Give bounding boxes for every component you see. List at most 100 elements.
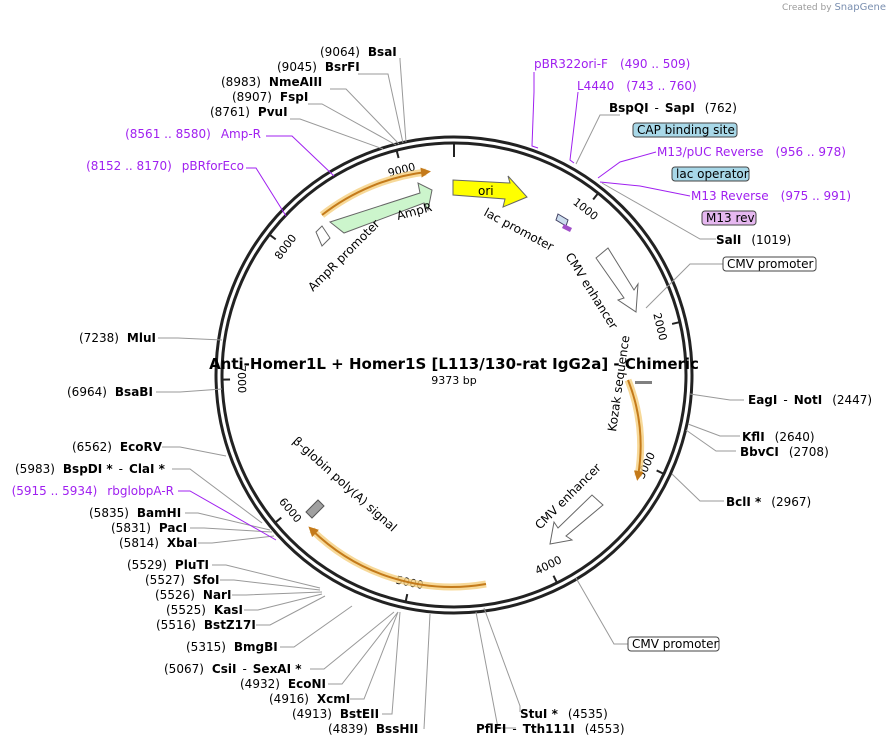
svg-text:(5315)BmgBI: (5315) BmgBI [186, 640, 278, 654]
primer-name: rbglobpA-R [107, 484, 174, 498]
enzyme-name: BbvCI [740, 445, 779, 459]
svg-text:(5831)PacI: (5831) PacI [111, 521, 187, 535]
enzyme-name: CsiI [212, 662, 237, 676]
enzyme-name: BspQI [609, 101, 649, 115]
svg-text:(8152 .. 8170)pBRforEco: (8152 .. 8170)pBRforEco [86, 159, 244, 173]
primer-name: M13/pUC Reverse [657, 145, 764, 159]
svg-text:StuI *(4535): StuI * (4535) [520, 707, 608, 721]
primer-labels: pBR322ori-F(490 .. 509) L4440(743 .. 760… [12, 57, 852, 498]
svg-text:(4839)BssHII: (4839)BssHII [328, 722, 418, 736]
svg-text:(6562)EcoRV: (6562)EcoRV [72, 440, 163, 454]
feature-cmv-enhancer-2-arrow: CMV enhancer [532, 460, 604, 545]
primer-range: (8561 .. 8580) [125, 127, 211, 141]
svg-text:(4916)XcmI: (4916) XcmI [269, 692, 350, 706]
enzyme-pos: (4916) [269, 692, 309, 706]
svg-text:(5067)CsiI-SexAI *: (5067)CsiI-SexAI * [164, 662, 302, 676]
site-label-lac-operator: lac operator [676, 167, 749, 181]
enzyme-pos: (2640) [775, 430, 815, 444]
feature-ori-arrow: ori [452, 175, 528, 208]
map-size: 9373 bp [431, 374, 476, 387]
tick-label: 2000 [650, 312, 669, 342]
enzyme-name: NmeAIII [269, 75, 322, 89]
enzyme-pos: (5831) [111, 521, 151, 535]
enzyme-pos: (5835) [89, 506, 129, 520]
svg-text:(8561 .. 8580)Amp-R: (8561 .. 8580) Amp-R [125, 127, 261, 141]
enzyme-pos: (5983) [15, 462, 55, 476]
enzyme-name: XbaI [167, 536, 197, 550]
enzyme-pos: (2967) [771, 495, 811, 509]
enzyme-name: NotI [794, 393, 823, 407]
enzyme-name: PflFI [476, 722, 506, 736]
primer-name: M13 Reverse [691, 189, 769, 203]
svg-text:L4440(743 .. 760): L4440(743 .. 760) [577, 79, 697, 93]
tick-mark [592, 192, 599, 201]
highlight-arcs [308, 167, 645, 591]
feature-ampr-arrow: AmpR [328, 182, 433, 234]
svg-text:(8983)NmeAIII: (8983)NmeAIII [221, 75, 322, 89]
svg-text:(6964)BsaBI: (6964)BsaBI [67, 385, 153, 399]
primer-range: (490 .. 509) [620, 57, 690, 71]
enzyme-name: XcmI [317, 692, 350, 706]
tick-mark [671, 321, 681, 325]
svg-text:BbvCI(2708): BbvCI (2708) [740, 445, 829, 459]
enzyme-pos: (4535) [568, 707, 608, 721]
svg-text:(8907)FspI: (8907)FspI [232, 90, 308, 104]
feature-cmv-enhancer-1-arrow: CMV enhancer [562, 247, 639, 332]
tick-mark [268, 233, 277, 241]
enzyme-name: PacI [159, 521, 187, 535]
enzyme-pos: (9045) [277, 60, 317, 74]
svg-text:BspQI-SapI(762): BspQI-SapI(762) [609, 101, 737, 115]
enzyme-name: KasI [214, 603, 243, 617]
enzyme-name: NarI [203, 588, 232, 602]
svg-text:SalI(1019): SalI(1019) [716, 233, 791, 247]
enzyme-labels: (9064)BsaI (9045) BsrFI (8983)NmeAIII (89… [15, 45, 872, 736]
svg-text:(9045)BsrFI: (9045) BsrFI [277, 60, 360, 74]
enzyme-pos: (5529) [127, 558, 167, 572]
enzyme-name: EcoNI [288, 677, 326, 691]
svg-text:(5516)BstZ17I: (5516)BstZ17I [156, 618, 256, 632]
primer-range: (743 .. 760) [626, 79, 696, 93]
site-label-cmv-promoter-2: CMV promoter [632, 637, 719, 651]
enzyme-name: BmgBI [234, 640, 278, 654]
svg-text:(5835)BamHI: (5835) BamHI [89, 506, 181, 520]
enzyme-pos: (762) [705, 101, 737, 115]
tick-mark [395, 149, 400, 159]
enzyme-pos: (5527) [145, 573, 185, 587]
enzyme-pos: (9064) [320, 45, 360, 59]
enzyme-name: BsrFI [325, 60, 360, 74]
enzyme-pos: (5525) [166, 603, 206, 617]
feature-label-polya: β-globin poly(A) signal [290, 434, 400, 535]
enzyme-pos: (2708) [789, 445, 829, 459]
enzyme-pos: (5315) [186, 640, 226, 654]
svg-text:(8761)PvuI: (8761)PvuI [210, 105, 288, 119]
feature-lac-promoter-arrow: lac promoter [482, 205, 572, 254]
site-labels: CAP binding site lac operator M13 rev CM… [627, 122, 817, 652]
site-label-cap: CAP binding site [637, 123, 735, 137]
enzyme-name: StuI * [520, 707, 559, 721]
svg-text:(5527)SfoI: (5527)SfoI [145, 573, 219, 587]
primer-range: (975 .. 991) [781, 189, 851, 203]
svg-text:M13/pUC Reverse(956 .. 978): M13/pUC Reverse (956 .. 978) [657, 145, 846, 159]
enzyme-name: BstEII [340, 707, 379, 721]
svg-text:KflI(2640): KflI(2640) [742, 430, 815, 444]
primer-range: (5915 .. 5934) [12, 484, 98, 498]
credit-prefix: Created by [782, 3, 832, 13]
brand-name: SnapGene [834, 2, 886, 13]
enzyme-name: ClaI * [129, 462, 166, 476]
tick-label: 4000 [533, 553, 564, 577]
enzyme-pos: (2447) [832, 393, 872, 407]
enzyme-name: PluTI [175, 558, 209, 572]
feature-label-ori: ori [478, 184, 494, 198]
primer-name: Amp-R [221, 127, 261, 141]
enzyme-name: SapI [665, 101, 695, 115]
tick-mark [552, 575, 558, 584]
enzyme-name: SexAI * [253, 662, 302, 676]
primer-range: (956 .. 978) [776, 145, 846, 159]
enzyme-name: BamHI [137, 506, 181, 520]
connector-lines [156, 58, 744, 730]
enzyme-pos: (4932) [240, 677, 280, 691]
enzyme-pos: (8907) [232, 90, 272, 104]
svg-text:(5915 .. 5934)rbglobpA-R: (5915 .. 5934) rbglobpA-R [12, 484, 174, 498]
svg-text:(9064)BsaI: (9064)BsaI [320, 45, 397, 59]
